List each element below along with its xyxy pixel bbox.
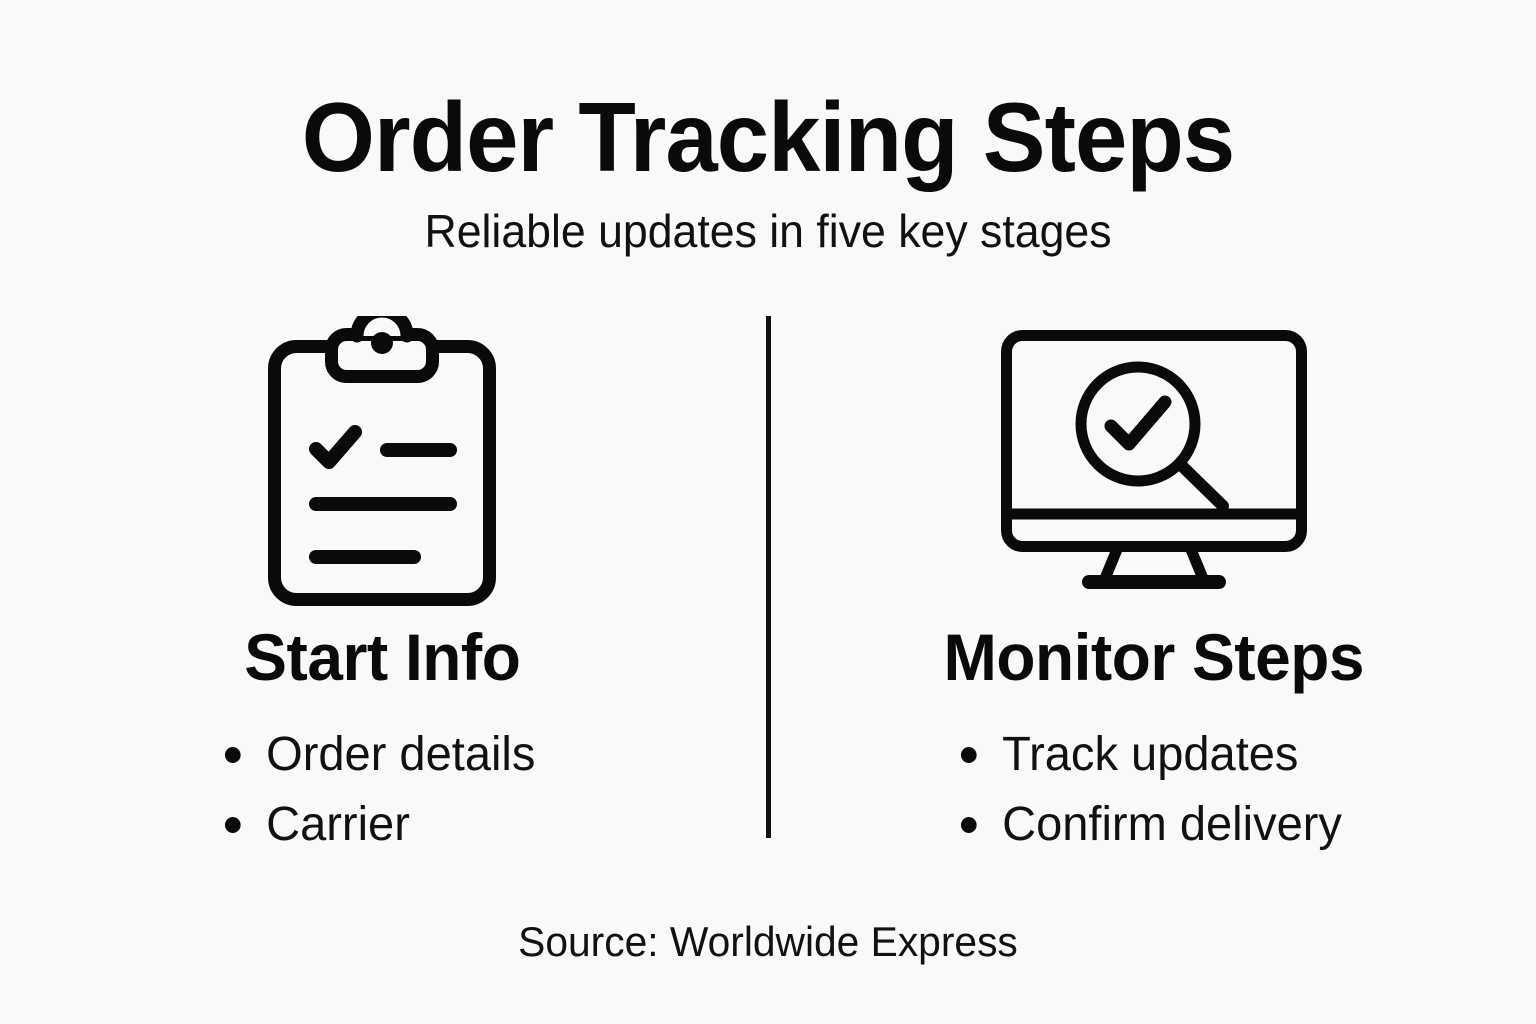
bullet-list-monitor-steps: Track updates Confirm delivery bbox=[959, 720, 1350, 860]
bullet-dot-icon bbox=[224, 817, 241, 834]
list-item-label: Order details bbox=[265, 728, 536, 781]
bullet-list-start-info: Order details Carrier bbox=[223, 720, 542, 860]
page-subtitle: Reliable updates in five key stages bbox=[424, 205, 1112, 257]
monitor-magnifier-check-icon bbox=[1001, 330, 1307, 592]
list-item-label: Carrier bbox=[265, 798, 410, 852]
clipboard-checklist-icon bbox=[268, 316, 496, 606]
page-title: Order Tracking Steps bbox=[301, 82, 1235, 192]
source-attribution: Source: Worldwide Express bbox=[518, 918, 1018, 965]
bullet-dot-icon bbox=[960, 747, 977, 764]
monitor-magnifier-check-icon-wrap bbox=[1001, 316, 1307, 606]
column-divider bbox=[766, 316, 771, 838]
list-item-label: Track updates bbox=[1001, 728, 1299, 781]
clipboard-checklist-icon-wrap bbox=[268, 316, 496, 606]
column-heading-monitor-steps: Monitor Steps bbox=[943, 620, 1365, 694]
list-item: Order details bbox=[223, 720, 535, 790]
list-item: Track updates bbox=[959, 720, 1342, 790]
list-item: Confirm delivery bbox=[959, 790, 1342, 860]
column-start-info: Start Info Order details Carrier bbox=[32, 316, 732, 860]
column-heading-start-info: Start Info bbox=[243, 620, 521, 694]
list-item: Carrier bbox=[223, 790, 535, 860]
list-item-label: Confirm delivery bbox=[1001, 798, 1342, 852]
header: Order Tracking Steps Reliable updates in… bbox=[0, 88, 1536, 254]
column-monitor-steps: Monitor Steps Track updates Confirm deli… bbox=[804, 316, 1504, 860]
columns-container: Start Info Order details Carrier bbox=[0, 316, 1536, 861]
bullet-dot-icon bbox=[960, 817, 977, 834]
bullet-dot-icon bbox=[224, 747, 241, 764]
